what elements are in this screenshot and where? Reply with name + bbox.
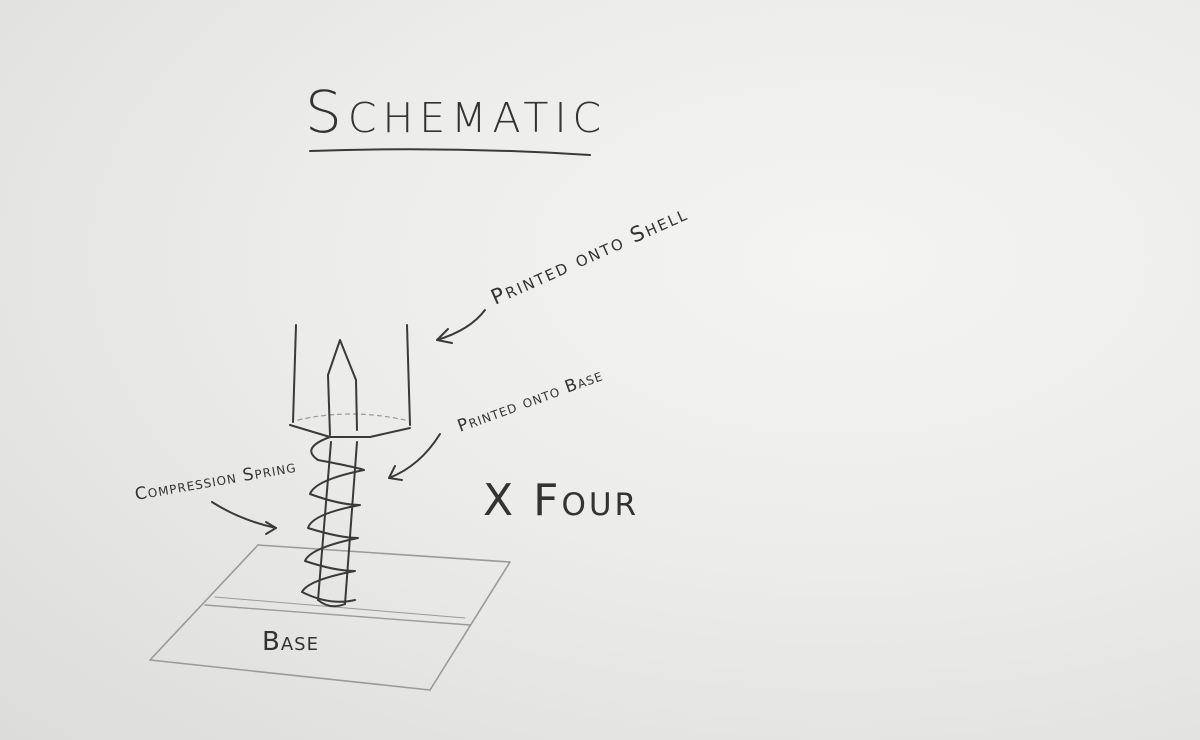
title-text: Schematic [305,78,607,146]
base-plate [150,545,510,690]
label-compression-spring: Compression Spring [133,457,298,505]
arrow-to-shell [437,310,485,340]
label-printed-onto-shell: Printed onto Shell [487,201,691,310]
shell-part [290,325,410,437]
label-multiplier: X Four [483,475,639,526]
arrow-to-spring [212,502,276,528]
arrowhead-spring [266,522,276,534]
title-underline [310,149,590,155]
label-printed-onto-base: Printed onto Base [455,365,606,436]
arrow-to-pin [389,434,440,478]
label-base: Base [262,627,319,657]
